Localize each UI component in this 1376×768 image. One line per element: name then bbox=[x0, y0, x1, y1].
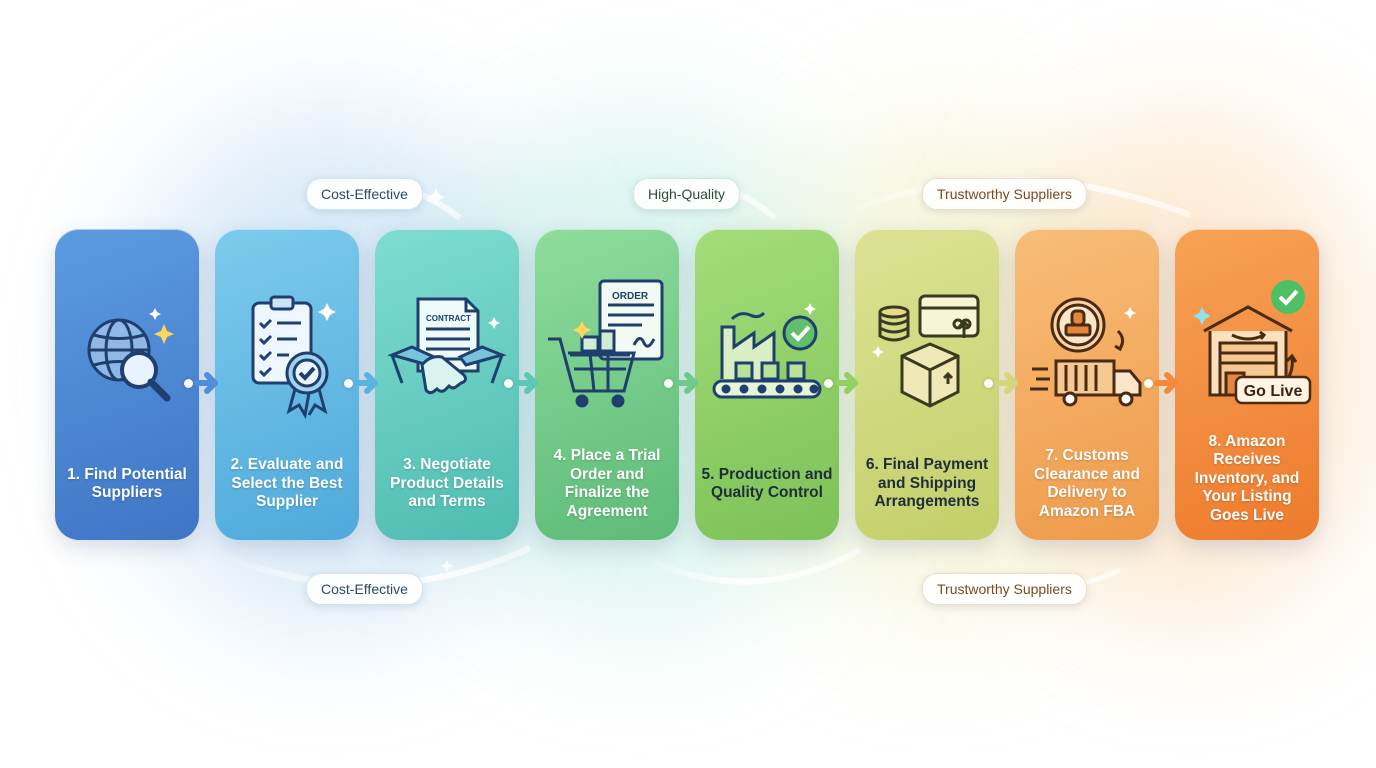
chevron-right-icon bbox=[834, 372, 858, 394]
order-cart-icon: ORDER bbox=[535, 269, 679, 419]
pill-trustworthy-suppliers-bottom: Trustworthy Suppliers bbox=[922, 573, 1087, 605]
arrow-7-to-8 bbox=[1144, 368, 1184, 398]
step-2-label: 2. Evaluate and Select the Best Supplier bbox=[230, 456, 344, 511]
step-5-label: 5. Production and Quality Control bbox=[701, 465, 833, 502]
arrow-4-to-5 bbox=[664, 368, 704, 398]
connector-dot bbox=[504, 378, 513, 388]
step-4-trial-order: ORDER 4. Place a Trial Order and Finaliz… bbox=[535, 229, 679, 540]
chevron-right-icon bbox=[674, 372, 698, 394]
connector-dot bbox=[824, 378, 833, 388]
go-live-text: Go Live bbox=[1243, 383, 1302, 400]
step-6-payment-shipping: 6. Final Payment and Shipping Arrangemen… bbox=[855, 229, 999, 540]
pill-high-quality-top: High-Quality bbox=[633, 178, 741, 210]
step-5-production: 5. Production and Quality Control bbox=[695, 229, 839, 540]
pill-cost-effective-bottom: Cost-Effective bbox=[306, 573, 423, 605]
pill-trustworthy-suppliers-top: Trustworthy Suppliers bbox=[922, 178, 1087, 210]
factory-conveyor-icon bbox=[695, 279, 839, 429]
warehouse-live-icon: Go Live bbox=[1175, 269, 1319, 419]
checklist-badge-icon bbox=[215, 279, 359, 429]
step-7-customs-delivery: 7. Customs Clearance and Delivery to Ama… bbox=[1015, 229, 1159, 540]
chevron-right-icon bbox=[354, 372, 378, 394]
step-7-label: 7. Customs Clearance and Delivery to Ama… bbox=[1034, 447, 1140, 520]
step-8-label: 8. Amazon Receives Inventory, and Your L… bbox=[1194, 432, 1300, 524]
step-8-go-live: Go Live 8. Amazon Receives Inventory, an… bbox=[1175, 229, 1319, 540]
customs-truck-icon bbox=[1015, 279, 1159, 429]
arrow-5-to-6 bbox=[824, 368, 864, 398]
order-text: ORDER bbox=[612, 291, 649, 302]
chevron-right-icon bbox=[514, 372, 538, 394]
arrow-6-to-7 bbox=[984, 368, 1024, 398]
chevron-right-icon bbox=[994, 372, 1018, 394]
chevron-right-icon bbox=[1154, 372, 1178, 394]
step-6-label: 6. Final Payment and Shipping Arrangemen… bbox=[865, 456, 989, 511]
step-3-label: 3. Negotiate Product Details and Terms bbox=[390, 456, 504, 511]
connector-dot bbox=[984, 378, 993, 388]
arrow-3-to-4 bbox=[504, 368, 544, 398]
step-4-label: 4. Place a Trial Order and Finalize the … bbox=[553, 447, 661, 520]
connector-dot bbox=[1144, 378, 1153, 388]
connector-dot bbox=[184, 378, 193, 388]
step-1-label: 1. Find Potential Suppliers bbox=[67, 465, 187, 502]
arrow-2-to-3 bbox=[344, 368, 384, 398]
pill-cost-effective-top: Cost-Effective bbox=[306, 178, 423, 210]
step-3-negotiate: CONTRACT 3. Negotiate Product Details an… bbox=[375, 229, 519, 540]
globe-search-icon bbox=[55, 279, 199, 429]
chevron-right-icon bbox=[194, 372, 218, 394]
go-live-badge bbox=[1234, 375, 1311, 405]
contract-text: CONTRACT bbox=[426, 314, 471, 323]
arrow-1-to-2 bbox=[184, 368, 224, 398]
contract-handshake-icon: CONTRACT bbox=[375, 279, 519, 429]
step-1-find-suppliers: 1. Find Potential Suppliers bbox=[55, 229, 199, 540]
connector-dot bbox=[344, 378, 353, 388]
connector-dot bbox=[664, 378, 673, 388]
payment-box-icon bbox=[855, 279, 999, 429]
step-2-evaluate-supplier: 2. Evaluate and Select the Best Supplier bbox=[215, 229, 359, 540]
